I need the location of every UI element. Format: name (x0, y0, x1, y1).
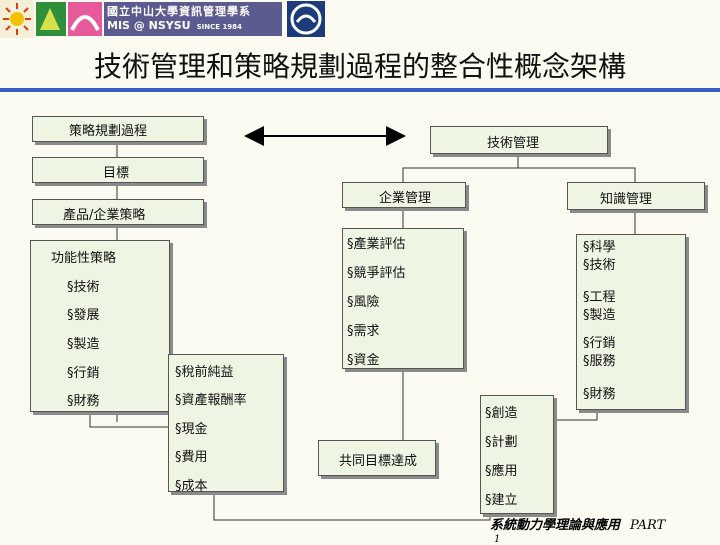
functional-strategy-label: 功能性策略 (51, 251, 117, 266)
logo-since: SINCE 1984 (196, 23, 242, 31)
functional-item-marketing: §行銷 (67, 366, 100, 381)
functional-item-development: §發展 (67, 308, 100, 323)
functional-item-finance: §財務 (67, 394, 100, 409)
financial-metrics-box: §稅前純益 §資產報酬率 §現金 §費用 §成本 (168, 354, 284, 494)
product-strategy-box: 產品/企業策略 (32, 199, 204, 225)
footer-part: PART (630, 518, 666, 533)
knowledge-science-tech: §科學 §技術 (583, 240, 616, 273)
creation-box: §創造 §計劃 §應用 §建立 (480, 395, 554, 514)
metric-pretax-profit: §稅前純益 (175, 365, 234, 380)
logo-icons (0, 0, 102, 38)
sun-icon (10, 12, 24, 26)
creation-build: §建立 (485, 493, 518, 508)
functional-strategy-box: 功能性策略 §技術 §發展 §製造 §行銷 §財務 (30, 240, 170, 412)
enterprise-management-label: 企業管理 (379, 191, 432, 206)
logo-bar: 國立中山大學資訊管理學系 MIS @ NSYSU SINCE 1984 (0, 0, 720, 42)
enterprise-management-box: 企業管理 (342, 182, 466, 208)
metric-cost: §成本 (175, 479, 208, 494)
metric-roa: §資產報酬率 (175, 393, 247, 408)
knowledge-engineering-mfg: §工程 §製造 (583, 290, 616, 323)
logo-line2: MIS @ NSYSU SINCE 1984 (107, 19, 242, 32)
objectives-label: 目標 (103, 166, 130, 181)
assess-risk: §風險 (347, 295, 380, 310)
creation-create: §創造 (485, 406, 518, 421)
knowledge-management-box: 知識管理 (567, 182, 705, 210)
logo-text-box: 國立中山大學資訊管理學系 MIS @ NSYSU SINCE 1984 (104, 2, 282, 36)
assess-industry: §產業評估 (347, 237, 406, 252)
enterprise-assessment-box: §產業評估 §競爭評估 §風險 §需求 §資金 (342, 228, 464, 369)
logo-line1: 國立中山大學資訊管理學系 (107, 5, 251, 18)
assess-demand: §需求 (347, 324, 380, 339)
strategic-planning-label: 策略規劃過程 (69, 124, 148, 139)
knowledge-items-box: §科學 §技術 §工程 §製造 §行銷 §服務 §財務 (576, 234, 686, 410)
tech-management-label: 技術管理 (487, 136, 540, 151)
tech-management-box: 技術管理 (430, 126, 608, 154)
common-goal-label: 共同目標達成 (339, 454, 418, 469)
title-rule (0, 88, 720, 92)
assess-capital: §資金 (347, 353, 380, 368)
footer-text: 系統動力學理論與應用 (490, 518, 621, 533)
page-title: 技術管理和策略規劃過程的整合性概念架構 (93, 50, 626, 83)
strategic-planning-box: 策略規劃過程 (32, 116, 204, 142)
creation-apply: §應用 (485, 464, 518, 479)
creation-plan: §計劃 (485, 435, 518, 450)
logo-mis: MIS @ NSYSU (107, 19, 191, 32)
functional-item-tech: §技術 (67, 280, 100, 295)
metric-cash: §現金 (175, 422, 208, 437)
metric-expense: §費用 (175, 450, 208, 465)
objectives-box: 目標 (32, 157, 204, 183)
assess-competition: §競爭評估 (347, 266, 406, 281)
functional-item-manufacturing: §製造 (67, 337, 100, 352)
common-goal-box: 共同目標達成 (318, 440, 436, 476)
knowledge-finance: §財務 (583, 387, 616, 402)
nsysu-seal-icon (287, 1, 325, 37)
product-strategy-label: 產品/企業策略 (63, 208, 146, 223)
knowledge-management-label: 知識管理 (600, 192, 653, 207)
knowledge-marketing-service: §行銷 §服務 (583, 336, 616, 369)
